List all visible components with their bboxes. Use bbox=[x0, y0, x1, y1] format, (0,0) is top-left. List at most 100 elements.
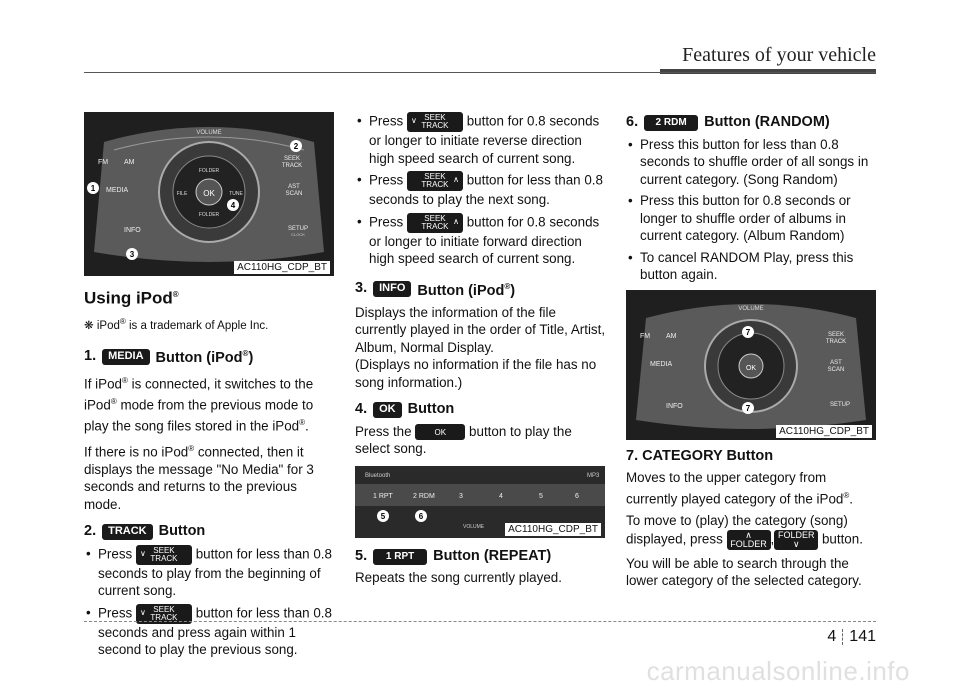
callout-3: 3 bbox=[130, 250, 135, 259]
callout-4: 4 bbox=[231, 201, 236, 210]
page-number-value: 141 bbox=[849, 628, 876, 645]
info-label: INFO bbox=[124, 227, 141, 234]
category-paragraph-3: You will be able to search through the l… bbox=[626, 555, 862, 589]
callout-7-top: 7 bbox=[746, 328, 751, 337]
callout-6: 6 bbox=[419, 512, 424, 521]
am-label: AM bbox=[124, 159, 135, 166]
ast-label: AST bbox=[830, 360, 842, 366]
track-badge: TRACK bbox=[102, 523, 153, 540]
seek-label: SEEK bbox=[828, 332, 844, 338]
category-paragraph-2: To move to (play) the category (song) di… bbox=[626, 513, 863, 550]
callout-1: 1 bbox=[91, 184, 96, 193]
watermark: carmanualsonline.info bbox=[646, 656, 910, 686]
key-6-label: 6 bbox=[575, 493, 579, 500]
media-label: MEDIA bbox=[106, 187, 129, 194]
page-number: 4 141 bbox=[827, 628, 876, 646]
volume-label: VOLUME bbox=[463, 524, 485, 530]
am-label: AM bbox=[666, 333, 677, 340]
chapter-number: 4 bbox=[827, 628, 837, 645]
ok-label: OK bbox=[203, 189, 215, 198]
fm-label: FM bbox=[640, 333, 650, 340]
media-badge: MEDIA bbox=[102, 348, 150, 365]
category-button-heading: 7. CATEGORY Button bbox=[626, 447, 774, 464]
fm-label: FM bbox=[98, 159, 108, 166]
info-label: INFO bbox=[666, 403, 683, 410]
rpt-badge: 1 RPT bbox=[373, 548, 428, 565]
head-unit-illustration: OK FOLDER FOLDER FILE TUNE VOLUME FM AM … bbox=[84, 112, 334, 276]
header-rule-thick bbox=[660, 69, 876, 74]
track-label: TRACK bbox=[826, 339, 846, 345]
ast-label: AST bbox=[288, 184, 300, 190]
category-illustration: OK VOLUME FM AM MEDIA INFO SEEK TRACK AS… bbox=[626, 289, 876, 440]
callout-2: 2 bbox=[294, 142, 299, 151]
header-rule bbox=[84, 72, 876, 73]
seek-label: SEEK bbox=[284, 156, 300, 162]
media-paragraph-1: If iPod® is connected, it switches to th… bbox=[84, 375, 314, 434]
list-item: Press this button for less than 0.8 seco… bbox=[626, 136, 878, 189]
section-heading: Using iPod® bbox=[84, 288, 179, 308]
key-3-label: 3 bbox=[459, 493, 463, 500]
folder-top-label: FOLDER bbox=[199, 168, 220, 174]
key-4-label: 4 bbox=[499, 493, 503, 500]
ok-badge: OK bbox=[373, 402, 402, 419]
header-title: Features of your vehicle bbox=[682, 44, 876, 66]
photo-caption: AC110HG_CDP_BT bbox=[776, 424, 872, 438]
footer-rule bbox=[84, 621, 876, 622]
ok-inline-badge: OK bbox=[415, 424, 466, 441]
file-label: FILE bbox=[177, 191, 188, 197]
repeat-paragraph: Repeats the song currently played. bbox=[355, 570, 562, 586]
scan-label: SCAN bbox=[828, 367, 845, 373]
media-label: MEDIA bbox=[650, 361, 673, 368]
category-paragraph-1: Moves to the upper category from current… bbox=[626, 470, 853, 506]
preset-keys-photo: Bluetooth MP3 1 RPT 2 RDM 3 4 5 6 VOLUME… bbox=[355, 465, 605, 538]
list-item: To cancel RANDOM Play, press this button… bbox=[626, 249, 878, 284]
ok-paragraph: Press the OK button to play the select s… bbox=[355, 423, 572, 457]
key-1-label: 1 RPT bbox=[373, 493, 394, 500]
ok-label: OK bbox=[746, 365, 756, 372]
list-item: Press this button for 0.8 seconds or lon… bbox=[626, 192, 878, 245]
scan-label: SCAN bbox=[286, 191, 303, 197]
folder-bottom-label: FOLDER bbox=[199, 212, 220, 218]
volume-label: VOLUME bbox=[196, 130, 221, 136]
track-label: TRACK bbox=[282, 163, 302, 169]
info-paragraph: Displays the information of the file cur… bbox=[355, 304, 606, 390]
category-photo: OK VOLUME FM AM MEDIA INFO SEEK TRACK AS… bbox=[626, 289, 876, 440]
head-unit-photo: OK FOLDER FOLDER FILE TUNE VOLUME FM AM … bbox=[84, 112, 334, 276]
tune-label: TUNE bbox=[229, 191, 243, 197]
bluetooth-label: Bluetooth bbox=[365, 473, 390, 479]
random-bullets: Press this button for less than 0.8 seco… bbox=[626, 136, 878, 284]
callout-5: 5 bbox=[381, 512, 386, 521]
key-2-label: 2 RDM bbox=[413, 493, 435, 500]
folder-down-badge: FOLDER∨ bbox=[774, 529, 819, 550]
callout-7-bottom: 7 bbox=[746, 404, 751, 413]
mp3-label: MP3 bbox=[587, 473, 600, 479]
key-5-label: 5 bbox=[539, 493, 543, 500]
setup-label: SETUP bbox=[288, 226, 308, 232]
photo-caption: AC110HG_CDP_BT bbox=[505, 522, 601, 536]
page-separator bbox=[842, 629, 844, 645]
volume-label: VOLUME bbox=[738, 306, 763, 312]
clock-label: CLOCK bbox=[291, 232, 305, 237]
setup-label: SETUP bbox=[830, 402, 850, 408]
folder-up-badge: ∧FOLDER bbox=[726, 529, 771, 550]
photo-caption: AC110HG_CDP_BT bbox=[234, 261, 330, 274]
